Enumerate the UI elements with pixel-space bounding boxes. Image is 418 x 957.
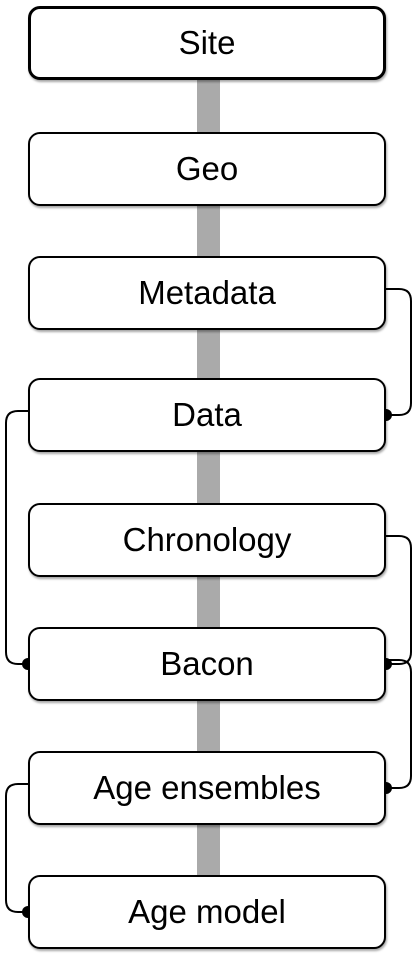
connector-age_ensembles-to-age_model	[5, 783, 28, 913]
connector-bacon-to-age_ensembles	[386, 659, 412, 789]
node-age-model-label: Age model	[128, 893, 286, 930]
connector-metadata-to-data	[386, 288, 412, 416]
node-bacon-label: Bacon	[160, 645, 254, 682]
node-age-ensembles[interactable]: Age ensembles	[28, 751, 386, 825]
node-age-model[interactable]: Age model	[28, 875, 386, 949]
node-data-label: Data	[172, 396, 242, 433]
node-site-label: Site	[178, 24, 236, 61]
node-site[interactable]: Site	[28, 6, 386, 80]
connector-chronology-to-bacon	[386, 535, 412, 665]
node-metadata-label: Metadata	[138, 274, 276, 311]
node-bacon[interactable]: Bacon	[28, 627, 386, 701]
node-data[interactable]: Data	[28, 378, 386, 452]
node-chronology[interactable]: Chronology	[28, 503, 386, 577]
node-metadata[interactable]: Metadata	[28, 256, 386, 330]
node-chronology-label: Chronology	[122, 521, 292, 558]
node-geo[interactable]: Geo	[28, 132, 386, 206]
connector-data-to-bacon	[5, 410, 28, 665]
node-geo-label: Geo	[175, 150, 239, 187]
node-age-ensembles-label: Age ensembles	[93, 769, 321, 806]
